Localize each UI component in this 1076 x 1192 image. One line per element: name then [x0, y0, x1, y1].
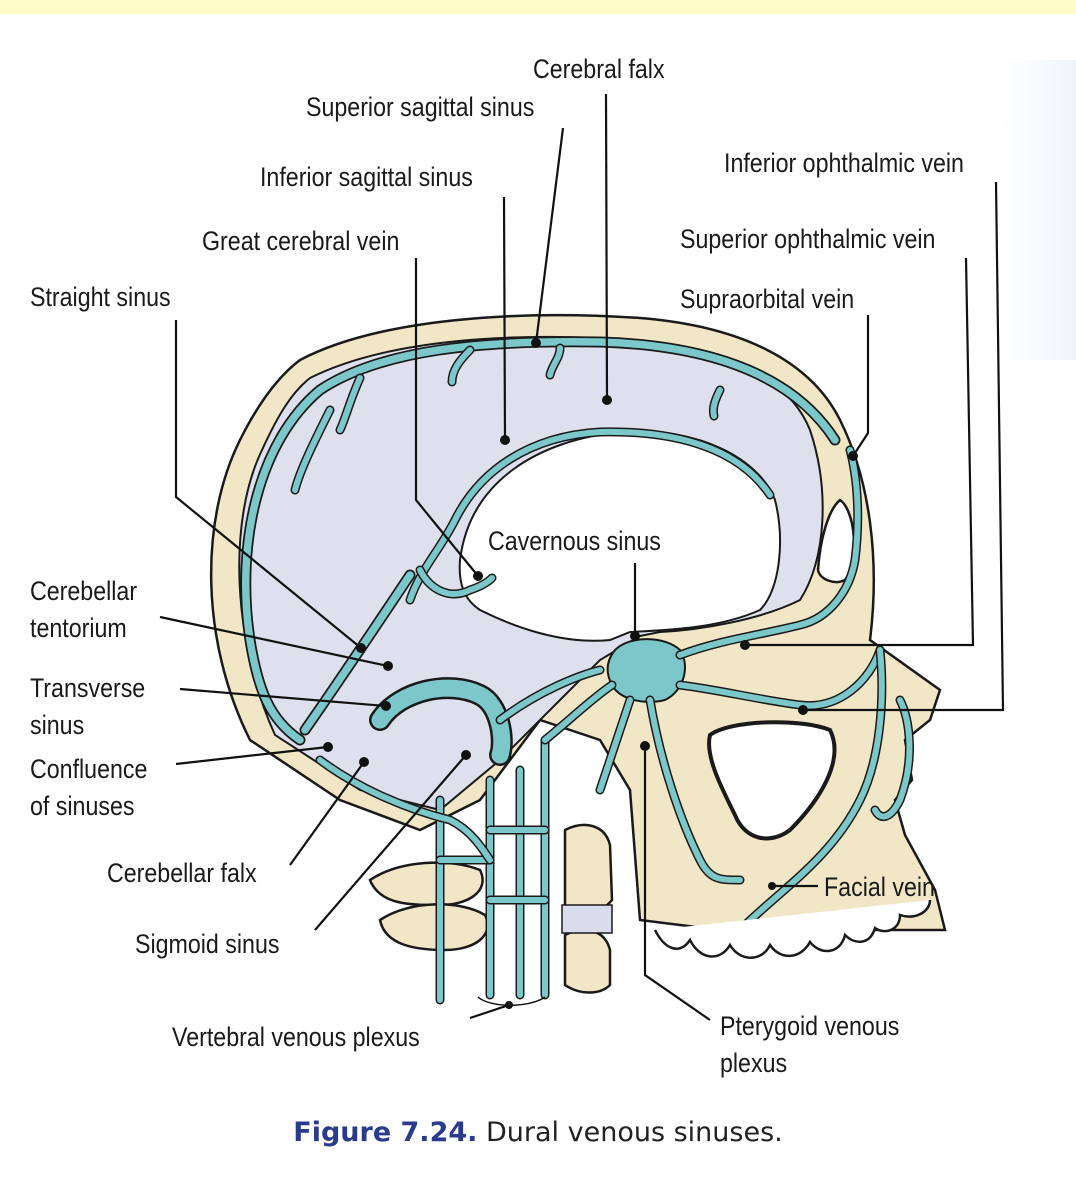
label-confluence-line2: of sinuses [30, 791, 135, 821]
facial-venous-network [595, 445, 914, 935]
label-vertebral-venous-plexus: Vertebral venous plexus [172, 1022, 420, 1052]
great-cerebral-vein-vessel [415, 565, 497, 599]
figure-title: Dural venous sinuses. [477, 1117, 783, 1148]
label-transverse-sinus-line1: Transverse [30, 673, 145, 703]
orbit [707, 720, 837, 841]
figure-caption: Figure 7.24. Dural venous sinuses. [0, 1117, 1076, 1148]
page-top-highlight-band [0, 0, 1076, 14]
structure-labels: Cerebral falx Superior sagittal sinus In… [30, 54, 964, 1078]
transverse-sinus-vessel [369, 665, 605, 766]
label-cerebellar-tentorium-line1: Cerebellar [30, 576, 137, 606]
label-confluence-line1: Confluence [30, 754, 147, 784]
cortical-veins [290, 343, 725, 495]
label-pterygoid-line2: plexus [720, 1048, 787, 1078]
label-cerebellar-falx: Cerebellar falx [107, 858, 257, 888]
label-sigmoid-sinus: Sigmoid sinus [135, 929, 279, 959]
cerebral-cavity-opening [458, 430, 781, 642]
vertebral-venous-plexus-vessels [435, 680, 617, 1005]
label-supraorbital-vein: Supraorbital vein [680, 284, 854, 314]
label-transverse-sinus-line2: sinus [30, 710, 84, 740]
label-great-cerebral-vein: Great cerebral vein [202, 226, 399, 256]
label-cavernous-sinus: Cavernous sinus [488, 526, 661, 556]
label-inferior-sagittal-sinus: Inferior sagittal sinus [260, 162, 473, 192]
page-edge-tint [1000, 60, 1076, 360]
cavernous-sinus-vessel [606, 638, 686, 703]
label-superior-ophthalmic-vein: Superior ophthalmic vein [680, 224, 935, 254]
label-pterygoid-line1: Pterygoid venous [720, 1011, 899, 1041]
label-cerebellar-tentorium-line2: tentorium [30, 613, 127, 643]
label-superior-sagittal-sinus: Superior sagittal sinus [306, 92, 534, 122]
label-inferior-ophthalmic-vein: Inferior ophthalmic vein [724, 148, 964, 178]
label-cerebral-falx: Cerebral falx [533, 54, 665, 84]
label-straight-sinus: Straight sinus [30, 282, 171, 312]
label-facial-vein: Facial vein [824, 872, 935, 902]
upper-teeth [653, 899, 932, 959]
superior-sagittal-sinus-vessel [240, 336, 841, 746]
leader-lines [159, 93, 1005, 1021]
inferior-sagittal-sinus-vessel [405, 427, 775, 605]
cervical-vertebrae [368, 823, 614, 994]
figure-number: Figure 7.24. [293, 1117, 478, 1148]
